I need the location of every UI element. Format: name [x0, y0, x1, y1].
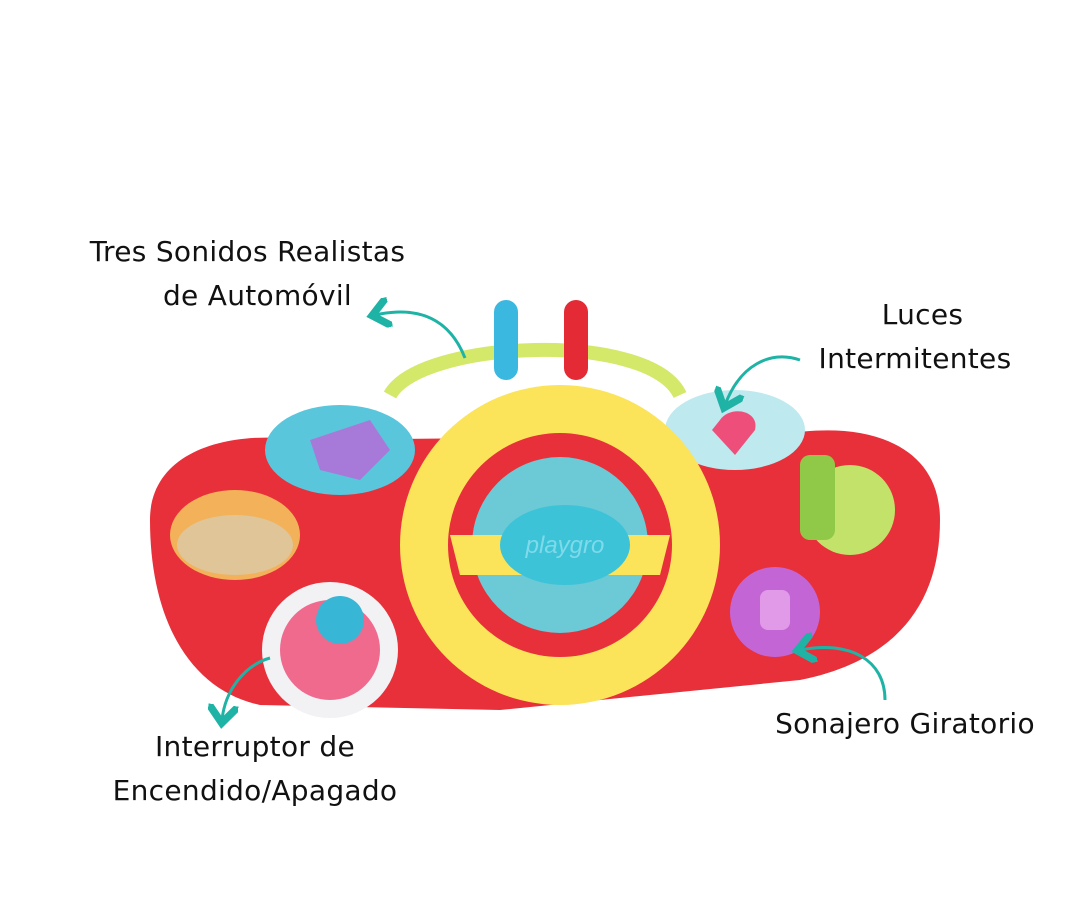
heart-light-icon	[712, 411, 756, 455]
logo-hub	[500, 505, 630, 585]
label-lights-line1: Luces	[881, 298, 964, 331]
power-switch-knob	[316, 596, 364, 644]
sound-button	[310, 420, 390, 480]
brand-logo: playgro	[525, 532, 605, 559]
label-sounds-line1: Tres Sonidos Realistas	[89, 235, 406, 268]
label-switch: Interruptor de Encendido/Apagado	[80, 725, 430, 813]
label-switch-line2: Encendido/Apagado	[112, 774, 398, 807]
arrow-sounds	[375, 312, 467, 359]
arrow-switch	[222, 656, 271, 720]
label-switch-line1: Interruptor de	[155, 730, 355, 763]
bead-blue	[494, 300, 518, 380]
arrow-lights	[725, 355, 801, 405]
label-sounds: Tres Sonidos Realistas de Automóvil	[60, 230, 435, 318]
key	[800, 455, 835, 540]
label-lights: Luces Intermitentes	[800, 293, 1030, 381]
label-sounds-line2: de Automóvil	[162, 279, 353, 312]
handle-loop	[383, 343, 687, 400]
bead-red	[564, 300, 588, 380]
label-rattle: Sonajero Giratorio	[775, 707, 1035, 740]
arrow-rattle	[800, 647, 887, 701]
label-lights-line2: Intermitentes	[818, 342, 1012, 375]
